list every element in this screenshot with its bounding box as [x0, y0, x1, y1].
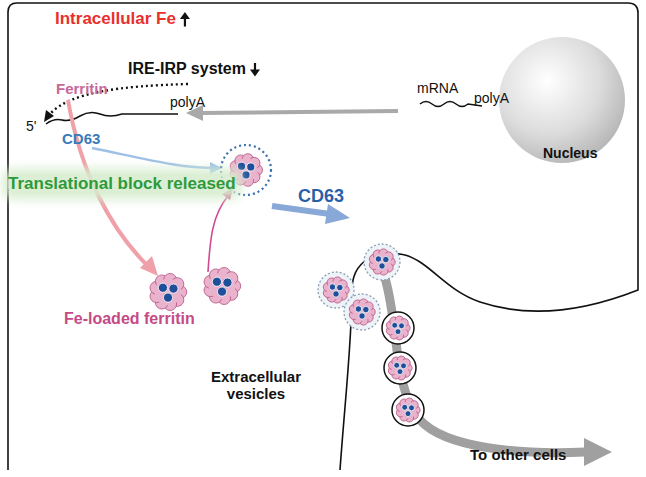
protein-label: Fe-loaded ferritin	[64, 310, 195, 328]
ferritin-particle	[396, 398, 420, 422]
arrowhead	[44, 110, 54, 122]
ferritin-particle	[323, 277, 349, 303]
mrna-strand	[420, 102, 482, 107]
mrna-strand	[46, 112, 178, 124]
trafficking-arrow	[272, 206, 330, 214]
event-label: Translational block released	[8, 174, 236, 194]
structure-label: Extracellular vesicles	[200, 368, 312, 403]
budding-vesicle	[344, 294, 380, 330]
ferritin-particle	[204, 267, 241, 304]
protein-label: Ferritin	[56, 80, 108, 97]
ferritin-particle	[369, 249, 395, 275]
ferritin-particle	[349, 299, 375, 325]
end-label: 5'	[26, 118, 36, 134]
system-label: IRE-IRP system	[128, 60, 246, 78]
ferritin-particle	[388, 356, 412, 380]
arrowhead	[250, 69, 260, 76]
protein-label: CD63	[62, 130, 100, 147]
budding-vesicle	[364, 244, 400, 280]
polya-label: polyA	[170, 94, 205, 110]
state-label: Intracellular Fe	[55, 9, 176, 29]
nucleus: Nucleus	[497, 35, 627, 165]
protein-label: CD63	[298, 186, 344, 207]
extracellular-vesicle	[382, 312, 414, 344]
export-arrow	[200, 111, 398, 113]
cell-membrane	[8, 3, 638, 470]
node-label: Nucleus	[543, 145, 597, 161]
arrowhead	[140, 256, 158, 276]
destination-label: To other cells	[470, 446, 566, 463]
arrowhead	[325, 204, 350, 224]
loading-arrow	[208, 196, 228, 272]
release-arrow	[385, 278, 585, 453]
ferritin-particle	[150, 273, 187, 310]
cd63-arrow	[92, 148, 214, 168]
arrowhead	[584, 438, 612, 466]
arrowhead	[180, 12, 190, 19]
extracellular-vesicle	[392, 394, 424, 426]
ferritin-particle	[386, 316, 410, 340]
mrna-label: mRNA	[417, 80, 458, 96]
polya-label: polyA	[474, 90, 509, 106]
extracellular-vesicle	[384, 352, 416, 384]
